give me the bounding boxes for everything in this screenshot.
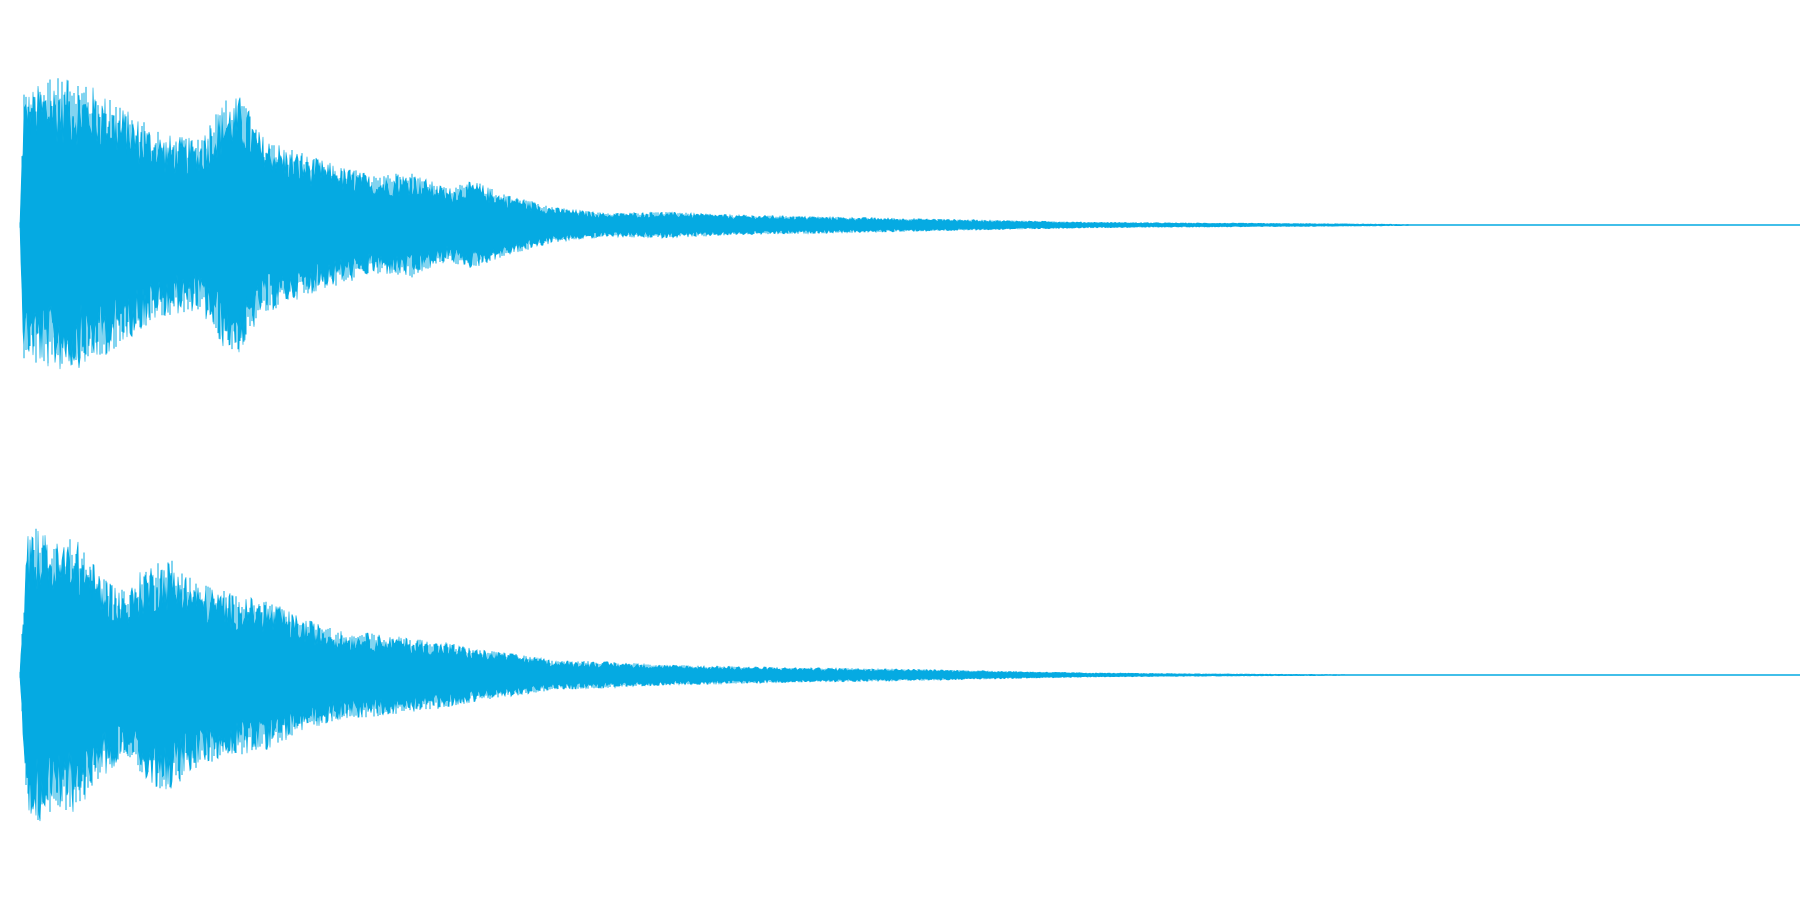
channel-1-waveform xyxy=(19,78,1800,370)
channel-2-waveform xyxy=(19,528,1800,822)
waveform-peaks xyxy=(19,78,1311,365)
waveform-peaks xyxy=(19,528,1177,820)
